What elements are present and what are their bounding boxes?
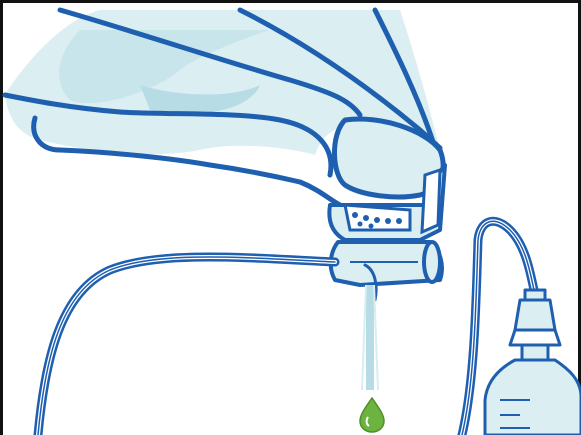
left-tube — [38, 257, 376, 435]
drip-stream — [362, 285, 378, 390]
drop-icon — [360, 398, 384, 432]
iv-bottle — [485, 290, 581, 435]
